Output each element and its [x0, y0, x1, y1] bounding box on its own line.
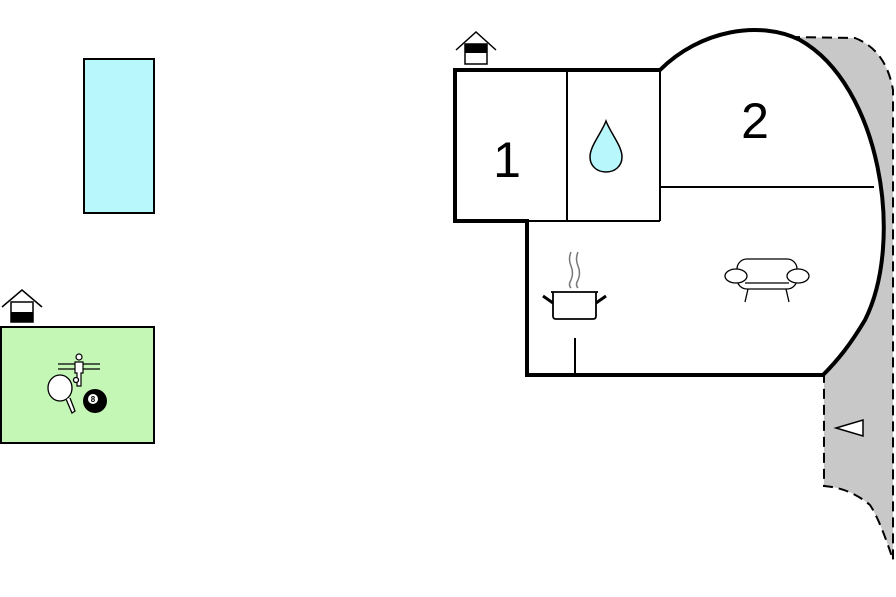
swimming-pool: [83, 58, 155, 214]
room-1-number: 1: [493, 132, 521, 188]
entrance-arrow-icon: [833, 418, 864, 438]
foosball-icon: [58, 353, 100, 387]
main-house-outline: [453, 28, 886, 377]
house-icon: [455, 30, 497, 65]
billiard-ball-icon: 8: [83, 389, 107, 413]
table-tennis-icon: [47, 374, 80, 414]
interior-walls: [527, 70, 874, 375]
water-drop-icon: [589, 118, 623, 173]
room-2-number: 2: [741, 93, 769, 149]
svg-text:8: 8: [91, 395, 96, 404]
cooking-pot-icon: [542, 251, 607, 320]
house-icon: [1, 289, 43, 323]
sofa-icon: [724, 258, 810, 303]
